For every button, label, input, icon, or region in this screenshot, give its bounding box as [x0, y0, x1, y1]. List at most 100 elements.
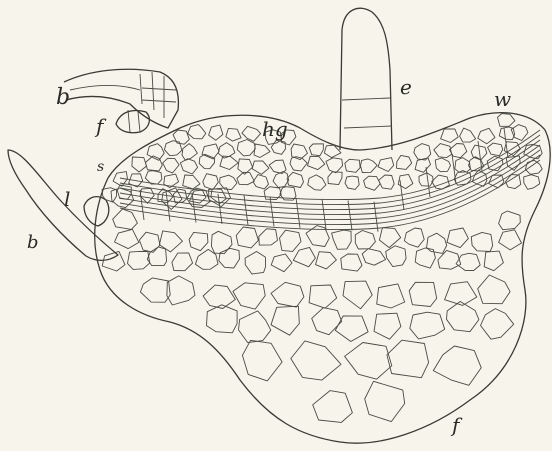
label-b-upper: b	[56, 85, 70, 110]
cell	[419, 173, 433, 186]
emergence-hair	[340, 8, 392, 150]
cell	[173, 130, 189, 144]
upper-leaf	[64, 69, 178, 128]
cell	[145, 171, 162, 184]
cell	[159, 231, 182, 252]
cell	[488, 143, 503, 156]
cell	[273, 172, 289, 188]
cell	[481, 309, 514, 340]
cell	[253, 175, 268, 189]
cell	[484, 251, 503, 271]
cell	[511, 125, 528, 141]
cell	[172, 253, 193, 271]
label-f-lower: f	[450, 413, 463, 437]
cell	[280, 230, 302, 251]
cell	[309, 144, 323, 156]
cell	[410, 312, 445, 339]
cell	[203, 285, 235, 308]
cell	[361, 159, 378, 173]
cell	[183, 175, 200, 189]
cell	[220, 156, 238, 169]
cell	[207, 305, 238, 333]
cell	[364, 176, 381, 190]
cell	[362, 249, 385, 266]
cell	[441, 129, 459, 143]
cell	[147, 247, 166, 266]
cell	[163, 158, 179, 173]
cell	[254, 144, 270, 158]
label-w: w	[494, 87, 511, 111]
cell	[386, 246, 406, 267]
cell	[341, 254, 362, 271]
cell	[379, 228, 400, 248]
cell	[293, 247, 315, 266]
cell	[487, 156, 503, 171]
cell	[447, 228, 468, 248]
cell	[245, 252, 266, 275]
cell	[332, 230, 352, 249]
cell	[188, 125, 206, 139]
cell	[379, 175, 395, 189]
cell	[387, 340, 429, 378]
cell	[524, 145, 542, 159]
cell	[203, 174, 219, 190]
cell	[233, 283, 265, 309]
small-structure-upper	[116, 110, 149, 133]
cell	[132, 157, 147, 172]
cell	[308, 156, 325, 169]
cell	[365, 381, 405, 421]
cell	[435, 158, 450, 172]
cell	[447, 302, 479, 332]
cell	[271, 254, 292, 272]
cell	[312, 308, 342, 335]
cell	[140, 188, 154, 203]
cell	[378, 158, 394, 172]
strand-cell-wall	[296, 198, 300, 228]
cell	[271, 282, 304, 307]
cell	[525, 160, 542, 174]
strand-cell-wall	[140, 190, 144, 220]
cell	[397, 155, 412, 169]
cell	[374, 313, 401, 339]
cell	[345, 159, 360, 172]
cell	[355, 231, 375, 250]
cell	[242, 340, 282, 381]
cell	[524, 175, 540, 190]
strand-cell-wall	[426, 167, 430, 197]
label-l: l	[64, 187, 70, 211]
cell	[409, 282, 437, 306]
cell	[499, 230, 522, 250]
cell	[308, 175, 326, 190]
cell	[140, 278, 170, 302]
label-hg: hg	[262, 117, 288, 141]
cell	[211, 231, 232, 253]
cell	[239, 311, 271, 343]
cell	[291, 341, 341, 380]
cell	[460, 128, 476, 142]
label-b-lower: b	[27, 232, 39, 253]
cell	[219, 248, 240, 268]
label-s: s	[97, 159, 104, 175]
strand-cell-wall	[218, 194, 222, 224]
cell	[335, 316, 368, 342]
cell	[236, 227, 258, 248]
cell	[139, 232, 160, 252]
label-f-upper: f	[94, 114, 107, 138]
cell	[316, 252, 337, 269]
cell	[242, 126, 261, 141]
cell	[226, 128, 241, 141]
cell	[190, 190, 206, 203]
cell	[182, 144, 197, 161]
cell	[326, 158, 343, 173]
cell	[415, 248, 435, 268]
cell	[180, 159, 197, 174]
cell	[259, 229, 278, 245]
cell	[328, 172, 342, 185]
label-e: e	[400, 75, 412, 99]
strand-cell-wall	[192, 193, 196, 223]
cell	[128, 251, 150, 269]
cell	[117, 185, 131, 199]
cell	[287, 172, 303, 187]
cell	[237, 172, 254, 184]
